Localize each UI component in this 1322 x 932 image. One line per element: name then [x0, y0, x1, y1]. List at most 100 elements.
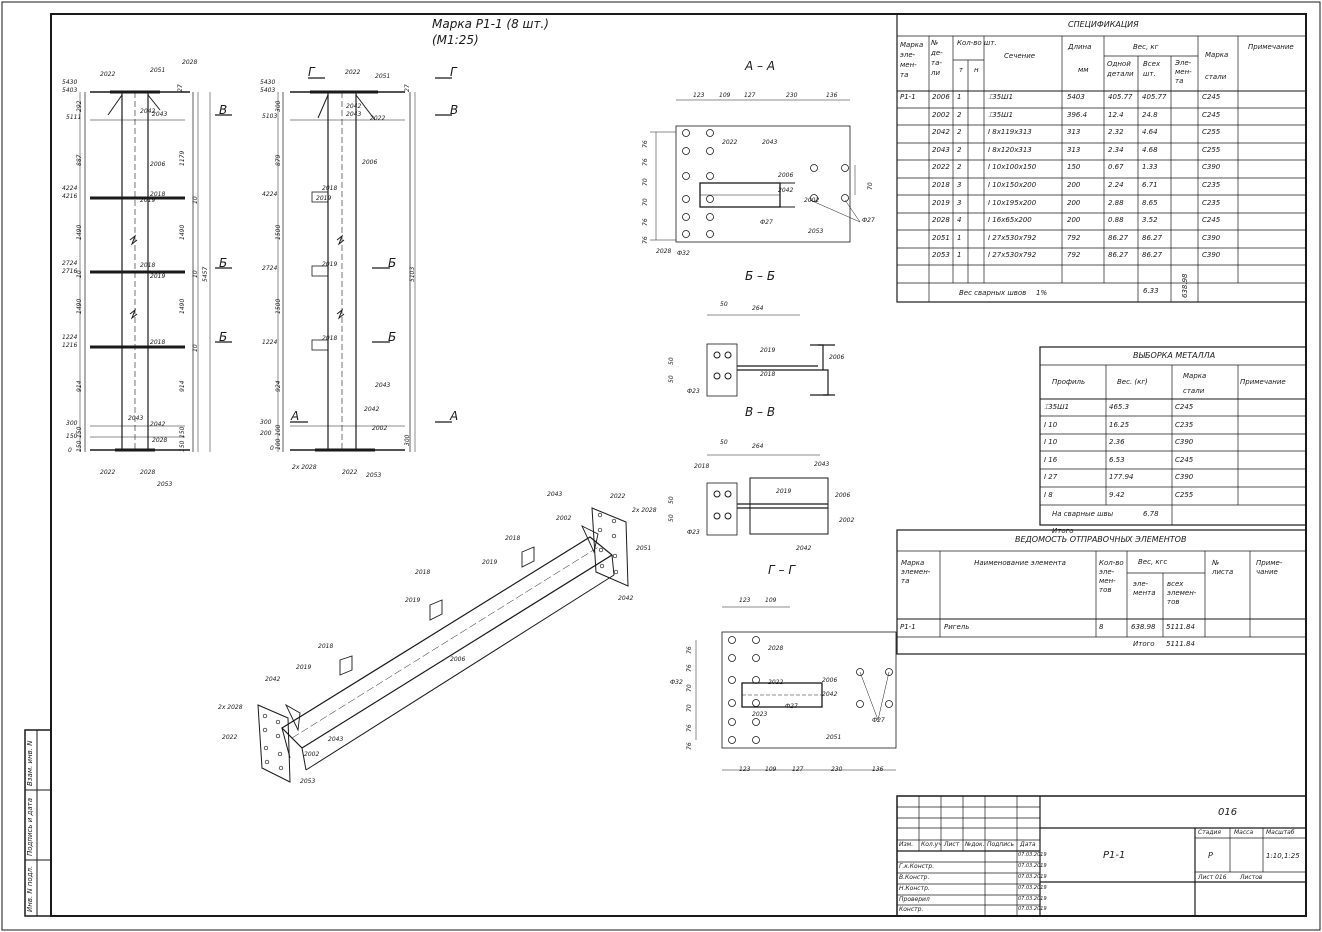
- part-mark: 2028: [182, 59, 198, 66]
- part-mark: 2018: [322, 335, 338, 342]
- level-label: 4216: [62, 193, 78, 200]
- part-mark: 2019: [150, 273, 166, 280]
- part-mark: 2019: [316, 195, 332, 202]
- spec-weld-pct: 1%: [1036, 289, 1048, 297]
- dispatch-total-value: 5111.84: [1166, 640, 1195, 648]
- spec-weld-label: Вес сварных швов: [959, 289, 1027, 297]
- spec-cell-w_one: 2.32: [1108, 128, 1124, 137]
- dim-label: 10: [76, 270, 83, 278]
- dim-label: 914: [76, 380, 83, 392]
- dispatch-header-qty: Кол-во эле- мен- тов: [1099, 559, 1124, 594]
- stamp-replace: Взам. инв. N: [26, 740, 34, 786]
- spec-cell-steel: С390: [1202, 163, 1221, 172]
- tb-date: 07.03.2019: [1018, 874, 1047, 880]
- spec-cell-qty_t: 2: [957, 128, 962, 137]
- spec-cell-num: 2018: [932, 181, 950, 189]
- hole-label: Ф32: [677, 250, 690, 257]
- spec-cell-w_all: 24.8: [1142, 110, 1158, 119]
- part-mark: 2053: [808, 228, 824, 235]
- dim-label: 300: [404, 434, 411, 446]
- dim-label: 136: [872, 766, 884, 773]
- dispatch-cell-weight-all: 5111.84: [1166, 623, 1195, 631]
- spec-cell-w_all: 6.71: [1142, 181, 1158, 189]
- part-mark: 2023: [752, 711, 768, 718]
- view-gg: [695, 606, 897, 771]
- sheet-title: Марка Р1-1 (8 шт.): [432, 17, 549, 31]
- part-mark: 2019: [296, 664, 312, 671]
- part-mark: 2018: [150, 339, 166, 346]
- part-mark: 2006: [829, 354, 845, 361]
- dim-label: 76: [642, 218, 649, 226]
- spec-cell-section: ⌶35Ш1: [988, 110, 1014, 119]
- part-mark: 2051: [150, 67, 166, 74]
- tb-stage-label: Стадия: [1198, 829, 1222, 836]
- level-label: 5103: [262, 113, 278, 120]
- part-mark: 2019: [776, 488, 792, 495]
- part-mark: 2006: [778, 172, 794, 179]
- spec-cell-steel: С390: [1202, 251, 1221, 260]
- sheet-scale: (М1:25): [432, 33, 479, 47]
- tb-col-header: Дата: [1020, 841, 1036, 848]
- level-label: 4224: [262, 191, 278, 198]
- dispatch-total-label: Итого: [1133, 640, 1155, 648]
- dim-label: 70: [686, 704, 693, 712]
- spec-cell-steel: С235: [1202, 181, 1221, 189]
- part-mark: 2022: [722, 139, 738, 146]
- spec-cell-w_one: 12.4: [1108, 110, 1124, 119]
- spec-cell-length: 200: [1067, 216, 1081, 225]
- tb-col-header: Изм.: [899, 841, 914, 848]
- level-label: 300: [260, 419, 272, 426]
- spec-element-weight: 638.98: [1181, 273, 1189, 299]
- marker-b-right-1: Б: [388, 256, 397, 270]
- metal-total-label: Итого: [1052, 527, 1074, 535]
- marker-b-left-1: Б: [219, 256, 228, 270]
- metal-cell-profile: ⌶35Ш1: [1044, 403, 1070, 411]
- spec-header-weight-one: Одной детали: [1107, 60, 1134, 78]
- tb-role: Г.к.Констр.: [899, 863, 935, 870]
- spec-header-qty: Кол-во шт.: [957, 39, 997, 47]
- dim-label: 76: [642, 236, 649, 244]
- part-mark: 2042: [140, 108, 156, 115]
- part-mark: 2042: [778, 187, 794, 194]
- spec-cell-mark: Р1-1: [900, 93, 916, 101]
- part-mark: 2042: [796, 545, 812, 552]
- tb-date: 07.03.2019: [1018, 906, 1047, 912]
- dim-label: 924: [275, 380, 282, 392]
- dim-label: 1490: [76, 224, 83, 240]
- spec-cell-qty_t: 4: [957, 216, 962, 225]
- part-mark: 2028: [656, 248, 672, 255]
- part-mark: 2002: [304, 751, 320, 758]
- spec-cell-qty_t: 1: [957, 93, 962, 101]
- tb-role: В.Констр.: [899, 874, 930, 881]
- level-label: 1216: [62, 342, 78, 349]
- dim-label: 123: [739, 597, 751, 604]
- metal-table: [1039, 346, 1307, 526]
- dispatch-header-weight-all: всех элемен- тов: [1167, 580, 1197, 606]
- spec-cell-num: 2051: [932, 233, 950, 242]
- dim-label: 70: [867, 182, 874, 190]
- dim-label: 109: [765, 597, 777, 604]
- part-mark: 2002: [839, 517, 855, 524]
- metal-cell-profile: I 8: [1044, 491, 1053, 499]
- hole-label: Ф27: [862, 217, 875, 224]
- metal-cell-profile: I 16: [1044, 455, 1058, 464]
- spec-cell-num: 2022: [932, 163, 950, 172]
- part-mark: 2043: [762, 139, 778, 146]
- part-mark: 2042: [822, 691, 838, 698]
- tb-col-header: Лист: [944, 841, 960, 848]
- part-mark: 2051: [636, 545, 652, 552]
- tb-scale-label: Масштаб: [1266, 829, 1295, 836]
- metal-cell-steel: С245: [1175, 455, 1194, 464]
- part-mark: 2053: [300, 778, 316, 785]
- dim-label: 300: [275, 100, 282, 112]
- dim-label: 27: [177, 84, 184, 92]
- dispatch-header-name: Наименование элемента: [974, 559, 1066, 567]
- dim-label: 150: [76, 426, 83, 438]
- dim-label: 230: [831, 766, 843, 773]
- spec-cell-num: 2043: [932, 145, 950, 154]
- spec-cell-section: I 8x120x313: [988, 145, 1032, 154]
- part-mark: 2042: [265, 676, 281, 683]
- part-mark: 2051: [826, 734, 842, 741]
- spec-cell-qty_t: 3: [957, 198, 962, 207]
